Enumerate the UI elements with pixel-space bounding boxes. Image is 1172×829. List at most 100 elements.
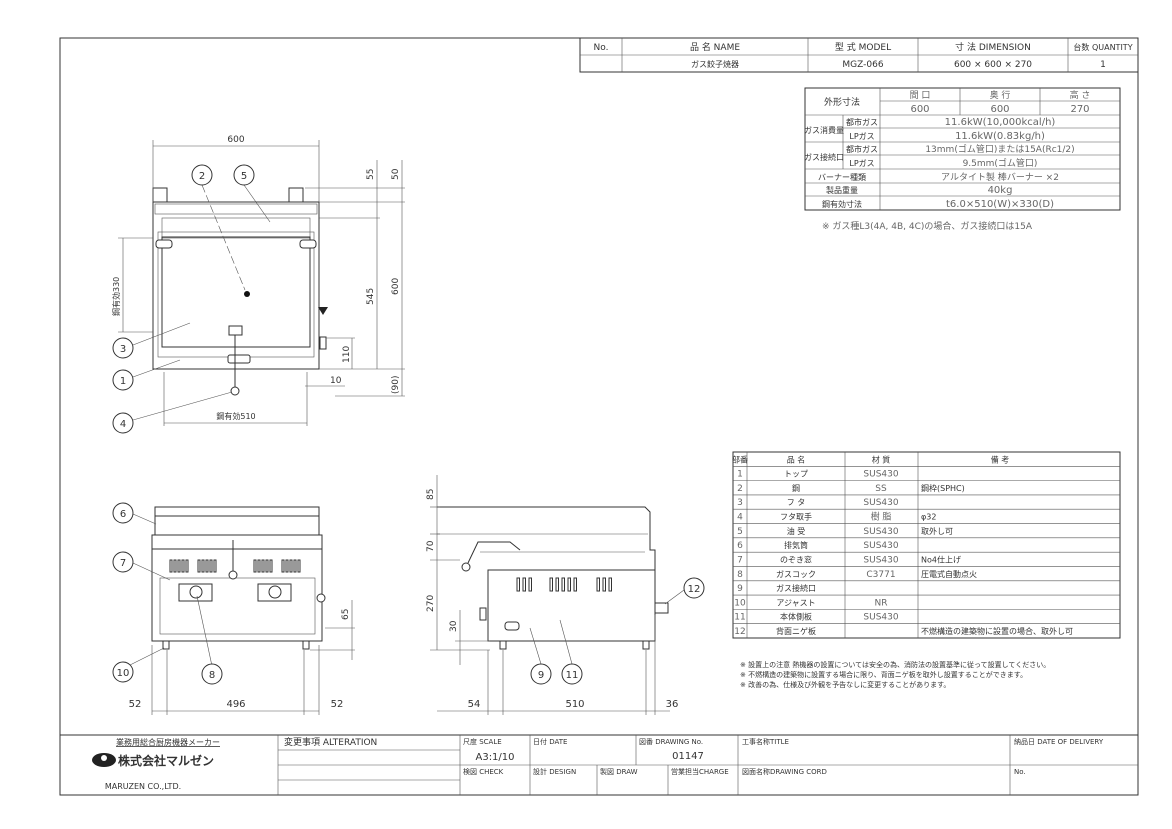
vent-slot bbox=[197, 559, 201, 573]
vent-slot bbox=[261, 559, 265, 573]
vent-slot bbox=[285, 559, 289, 573]
title-block: 業務用総合厨房機器メーカー 株式会社マルゼン MARUZEN CO.,LTD. … bbox=[60, 734, 1138, 795]
dim-85: 85 bbox=[426, 489, 436, 500]
width-label: 間 口 bbox=[910, 90, 931, 101]
top-view-drawing: 600 55 50 545 600 110 10 (90) 鋼有効330 鋼有効… bbox=[111, 135, 405, 426]
lp-gas-label: LPガス bbox=[849, 158, 874, 168]
dim-10: 10 bbox=[330, 376, 342, 386]
part-material: SUS430 bbox=[863, 613, 898, 623]
vent-slot bbox=[177, 559, 181, 573]
part-material: NR bbox=[875, 598, 888, 608]
vent-slot bbox=[561, 577, 565, 592]
balloon-number: 10 bbox=[117, 668, 130, 679]
vent-slot bbox=[608, 577, 612, 592]
product-quantity: 1 bbox=[1100, 60, 1106, 70]
depth-label: 奥 行 bbox=[990, 89, 1011, 101]
check-label: 検図 CHECK bbox=[463, 767, 504, 776]
vent-slot bbox=[173, 559, 177, 573]
dim-70: 70 bbox=[426, 540, 436, 552]
part-number: 7 bbox=[737, 555, 743, 565]
drawing-cord-label: 図面名称DRAWING CORD bbox=[742, 767, 827, 776]
quantity-label: 台数 QUANTITY bbox=[1073, 42, 1132, 52]
part-number: 8 bbox=[737, 570, 743, 580]
balloon-part-8: 8 bbox=[201, 663, 223, 685]
vent-slot bbox=[293, 559, 297, 573]
dim-52-right: 52 bbox=[331, 699, 344, 710]
balloon-part-1: 1 bbox=[112, 369, 134, 391]
title-header-table: No. 品 名 NAME 型 式 MODEL 寸 法 DIMENSION 台数 … bbox=[579, 37, 1139, 73]
balloon-number: 6 bbox=[120, 509, 126, 520]
model-label: 型 式 MODEL bbox=[835, 41, 891, 53]
connection-lp: 9.5mm(ゴム管口) bbox=[963, 157, 1038, 169]
dim-52-left: 52 bbox=[129, 699, 142, 710]
drawing-no-label: 図番 DRAWING No. bbox=[639, 738, 703, 746]
dim-510: 510 bbox=[565, 699, 584, 710]
vent-slot bbox=[269, 559, 273, 573]
part-name: 油 受 bbox=[787, 526, 806, 536]
dim-plate-510: 鋼有効510 bbox=[216, 411, 255, 421]
product-name: ガス餃子焼器 bbox=[691, 59, 739, 69]
balloon-number: 9 bbox=[538, 670, 544, 681]
outer-dim-label: 外形寸法 bbox=[824, 96, 860, 108]
side-view-drawing: 85 70 270 30 54 510 36 bbox=[426, 475, 685, 715]
dim-54: 54 bbox=[468, 699, 481, 710]
vent-slot bbox=[169, 559, 173, 573]
part-number: 11 bbox=[734, 613, 745, 623]
part-material: SS bbox=[875, 484, 887, 494]
weight-label: 製品重量 bbox=[826, 185, 858, 195]
vent-slot bbox=[549, 577, 553, 592]
draw-label: 製図 DRAW bbox=[600, 767, 638, 776]
scale-value: A3:1/10 bbox=[475, 752, 514, 763]
dim-plate-330: 鋼有効330 bbox=[111, 277, 121, 316]
part-material: C3771 bbox=[866, 570, 895, 580]
spec-table: 外形寸法 間 口 奥 行 高 さ 600 600 270 ガス消費量 ガス接続口… bbox=[804, 87, 1121, 232]
balloon-number: 11 bbox=[566, 670, 579, 681]
dim-270: 270 bbox=[426, 595, 436, 612]
part-name: アジャスト bbox=[776, 598, 815, 607]
part-remarks: 取外し可 bbox=[921, 526, 953, 536]
part-name: 背面ニゲ板 bbox=[776, 626, 816, 636]
part-name: ガスコック bbox=[776, 569, 816, 579]
part-number: 2 bbox=[737, 484, 743, 494]
company-name: 株式会社マルゼン bbox=[118, 753, 214, 768]
part-name: のぞき窓 bbox=[780, 554, 812, 564]
part-material: SUS430 bbox=[863, 498, 898, 508]
delivery-no-label: No. bbox=[1014, 768, 1026, 776]
part-number: 1 bbox=[737, 470, 743, 480]
plate-label: 鋼有効寸法 bbox=[822, 199, 862, 209]
dim-496: 496 bbox=[226, 699, 245, 710]
parts-header: 備 考 bbox=[991, 454, 1010, 464]
design-label: 設計 DESIGN bbox=[533, 767, 576, 776]
burner-label: バーナー種類 bbox=[818, 172, 866, 182]
note-line: ※ 改善の為、仕様及び外観を予告なしに変更することがあります。 bbox=[740, 680, 950, 689]
no-label: No. bbox=[594, 43, 609, 53]
city-gas-label: 都市ガス bbox=[846, 144, 878, 154]
balloon-number: 2 bbox=[199, 171, 205, 182]
vent-slot bbox=[602, 577, 606, 592]
part-name: 排気筒 bbox=[784, 540, 808, 550]
dimension-label: 寸 法 DIMENSION bbox=[955, 41, 1031, 53]
charge-label: 営業担当CHARGE bbox=[671, 767, 729, 776]
vent-slot bbox=[257, 559, 261, 573]
lp-gas-label: LPガス bbox=[849, 131, 874, 141]
vent-slot bbox=[289, 559, 293, 573]
part-material: SUS430 bbox=[863, 470, 898, 480]
weight-value: 40kg bbox=[988, 185, 1013, 196]
part-name: 本体側板 bbox=[780, 612, 812, 622]
balloon-number: 7 bbox=[120, 558, 126, 569]
vent-slot bbox=[596, 577, 600, 592]
maker-tagline: 業務用総合厨房機器メーカー bbox=[116, 737, 220, 747]
vent-slot bbox=[567, 577, 571, 592]
parts-header: 材 質 bbox=[872, 454, 891, 464]
part-number: 6 bbox=[737, 541, 743, 551]
company-name-en: MARUZEN CO.,LTD. bbox=[105, 782, 181, 791]
vent-slot bbox=[522, 577, 526, 592]
consumption-lp: 11.6kW(0.83kg/h) bbox=[955, 131, 1045, 142]
dim-90: (90) bbox=[391, 376, 401, 394]
balloon-part-11: 11 bbox=[561, 663, 583, 685]
drawing-no-value: 01147 bbox=[672, 751, 704, 762]
dim-110: 110 bbox=[342, 346, 352, 363]
